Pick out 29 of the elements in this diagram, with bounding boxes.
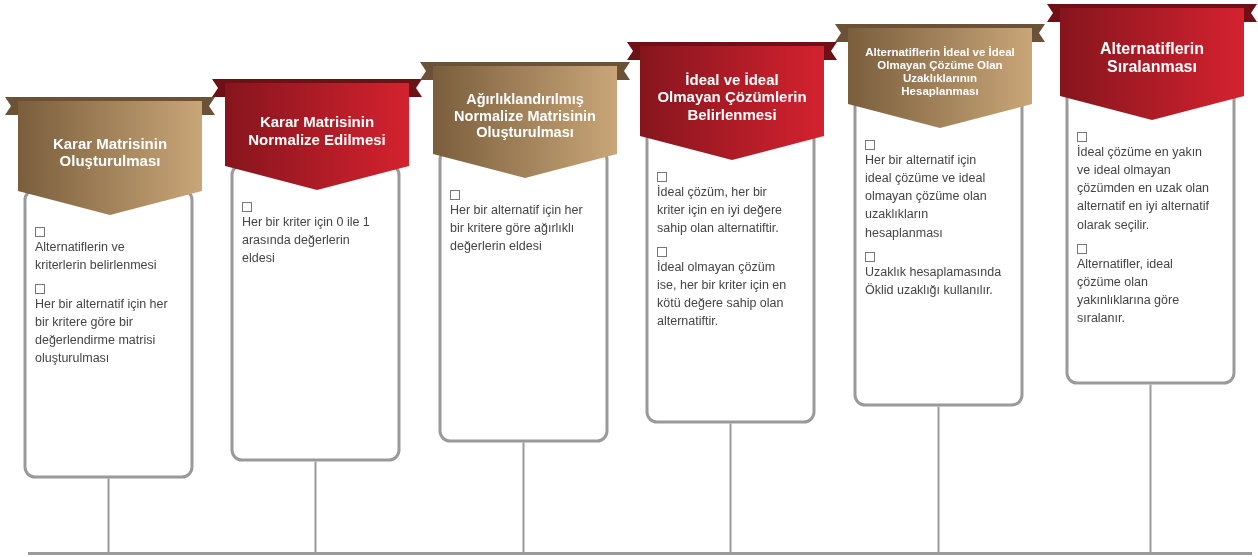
bullet-text: Her bir kriter için 0 ile 1 arasında değerlerin eldesi: [242, 214, 371, 268]
bullet-text: Her bir alternatif için her bir kritere göre bir değerlendirme matrisi oluşturulması: [35, 296, 169, 368]
step-card: [420, 62, 630, 443]
bullet-text: Uzaklık hesaplamasında Öklid uzaklığı kullanılır.: [865, 264, 1003, 300]
bullet-text: Alternatifler, ideal çözüme olan yakınlıklarına göre sıralanır.: [1077, 256, 1181, 328]
connector-line: [522, 441, 525, 553]
step-card: [1047, 4, 1257, 385]
bullet-text: Her bir alternatif için her bir kritere göre ağırlıklı değerlerin eldesi: [450, 202, 584, 256]
step-title: İdeal ve İdeal Olmayan Çözümlerin Belirlenmesi: [657, 70, 807, 125]
bullet-text: İdeal çözüm, her bir kriter için en iyi değere sahip olan alternatiftir.: [657, 184, 784, 238]
connector-line: [1149, 383, 1152, 553]
step-card: [835, 24, 1045, 407]
connector-line: [314, 460, 317, 553]
baseline-bar: [28, 552, 1252, 555]
connector-line: [107, 477, 110, 553]
bullet-text: İdeal çözüme en yakın ve ideal olmayan çözümden en uzak olan alternatif en iyi alternatif olarak seçilir.: [1077, 144, 1211, 234]
step-title: Karar Matrisinin Oluşturulması: [51, 133, 169, 171]
bullet-text: Her bir alternatif için ideal çözüme ve ideal olmayan çözüme olan uzaklıkların hesaplanması: [865, 152, 988, 242]
step-title: Karar Matrisinin Normalize Edilmesi: [247, 112, 387, 150]
bullet-text: İdeal olmayan çözüm ise, her bir kriter için en kötü değere sahip olan alternatiftir.: [657, 259, 788, 331]
step-title: Ağırlıklandırılmış Normalize Matrisinin Oluşturulması: [453, 90, 597, 143]
bullet-text: Alternatiflerin ve kriterlerin belirlenmesi: [35, 239, 158, 275]
step-title: Alternatiflerin İdeal ve İdeal Olmayan Çözüme Olan Uzaklıklarının Hesaplanması: [865, 44, 1015, 100]
step-card: [5, 97, 215, 479]
step-card: [627, 42, 837, 424]
step-card: [212, 79, 422, 462]
connector-line: [729, 422, 732, 553]
connector-line: [937, 405, 940, 553]
step-title: Alternatiflerin Sıralanması: [1099, 38, 1205, 77]
